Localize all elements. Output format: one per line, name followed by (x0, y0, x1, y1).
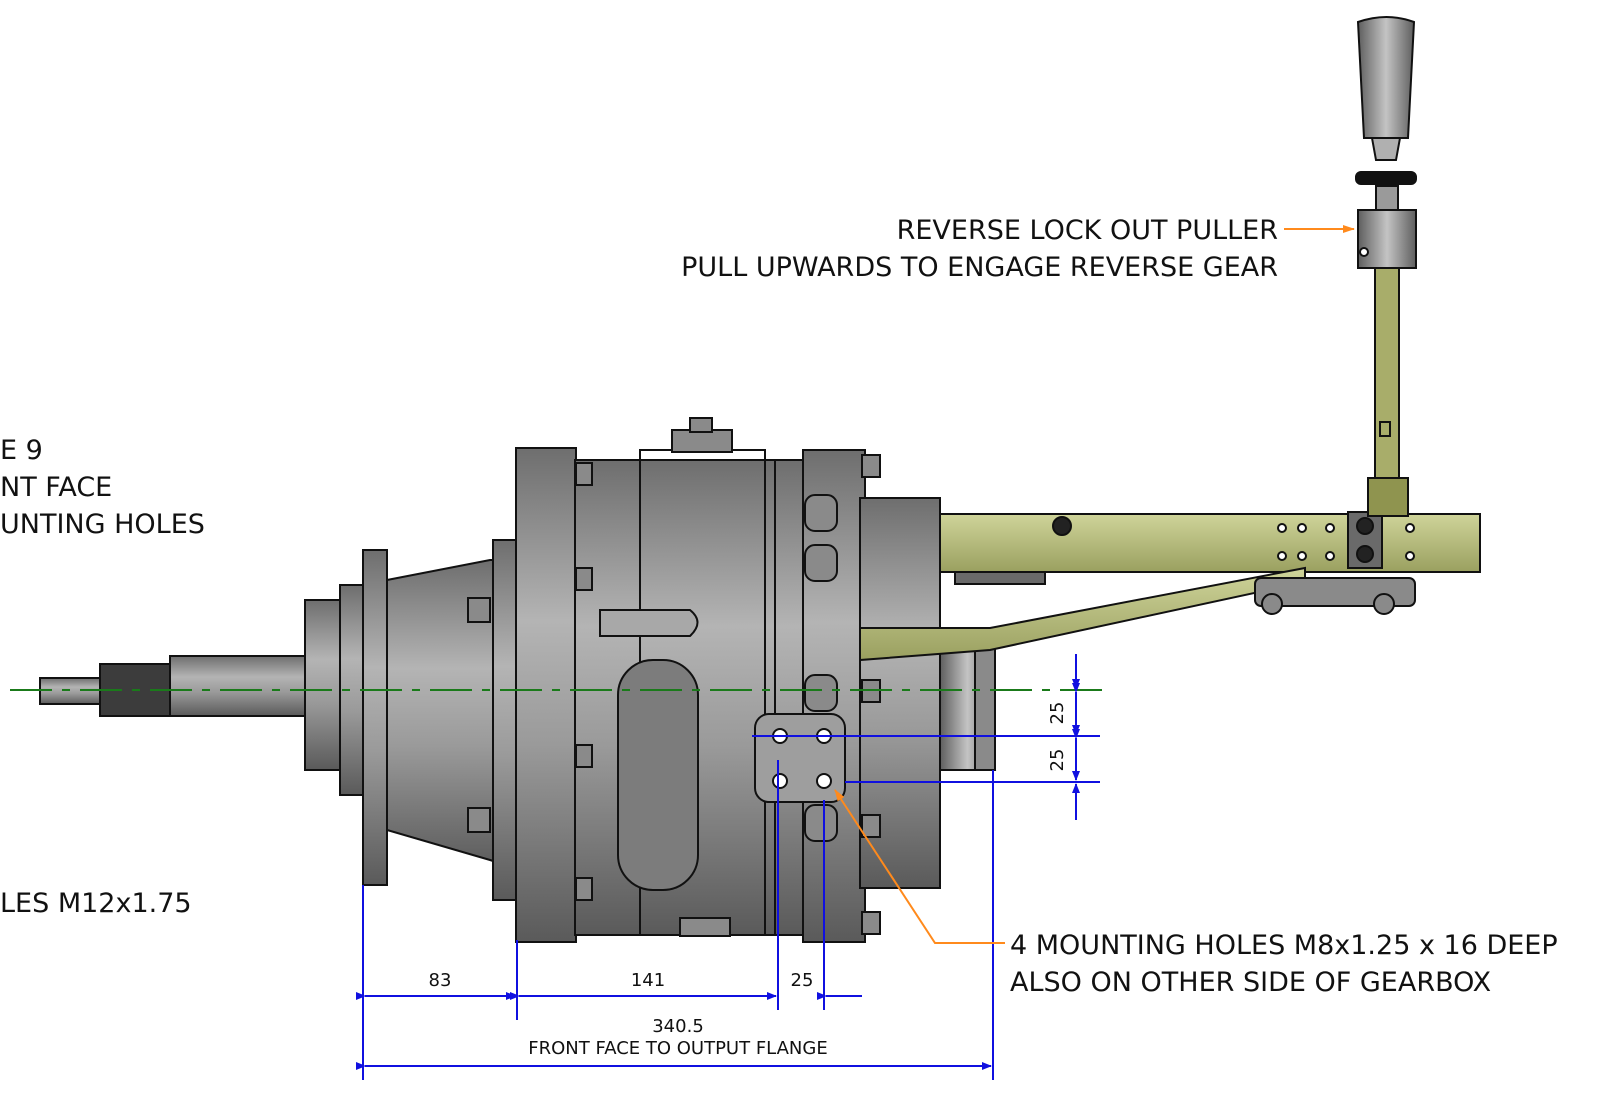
dim-141: 141 (631, 970, 665, 991)
front-cover (304, 599, 346, 771)
front-flange (362, 549, 388, 886)
mount-label-1: 4 MOUNTING HOLES M8x1.25 x 16 DEEP (1010, 930, 1558, 961)
shifter-arm (939, 513, 1481, 573)
lever-knob (1356, 16, 1416, 139)
left-label-2: NT FACE (0, 472, 112, 503)
reverse-lockout-puller (1357, 209, 1417, 269)
left-label-3: UNTING HOLES (0, 509, 205, 540)
lever-rod (1374, 264, 1400, 481)
mounting-pad (754, 713, 846, 803)
dim-25-bottom: 25 (791, 970, 814, 991)
dimension-text: 83 141 25 340.5 FRONT FACE TO OUTPUT FLA… (429, 702, 1068, 1059)
mount-leader (834, 789, 1005, 944)
dim-340: 340.5 (652, 1016, 704, 1037)
leaders (834, 225, 1355, 944)
dim-340-note: FRONT FACE TO OUTPUT FLANGE (528, 1038, 827, 1059)
left-label-4: LES M12x1.75 (0, 888, 192, 919)
gear-lever (1355, 16, 1417, 517)
main-flange (515, 447, 577, 943)
input-shaft (169, 655, 311, 717)
dim-25-right-upper: 25 (1047, 702, 1068, 725)
puller-label-1: REVERSE LOCK OUT PULLER (897, 215, 1278, 246)
dim-83: 83 (429, 970, 452, 991)
filler-plug (671, 429, 733, 453)
dim-25-right-lower: 25 (1047, 749, 1068, 772)
lever-collar (1355, 171, 1417, 185)
callout-text: REVERSE LOCK OUT PULLER PULL UPWARDS TO … (0, 215, 1558, 998)
gearbox-body (39, 417, 997, 943)
puller-label-2: PULL UPWARDS TO ENGAGE REVERSE GEAR (681, 252, 1278, 283)
mount-label-2: ALSO ON OTHER SIDE OF GEARBOX (1010, 967, 1491, 998)
dimensions (356, 654, 1100, 1080)
left-label-1: E 9 (0, 435, 43, 466)
flange-bolts (467, 454, 881, 935)
shifter-bracket (859, 511, 1481, 662)
